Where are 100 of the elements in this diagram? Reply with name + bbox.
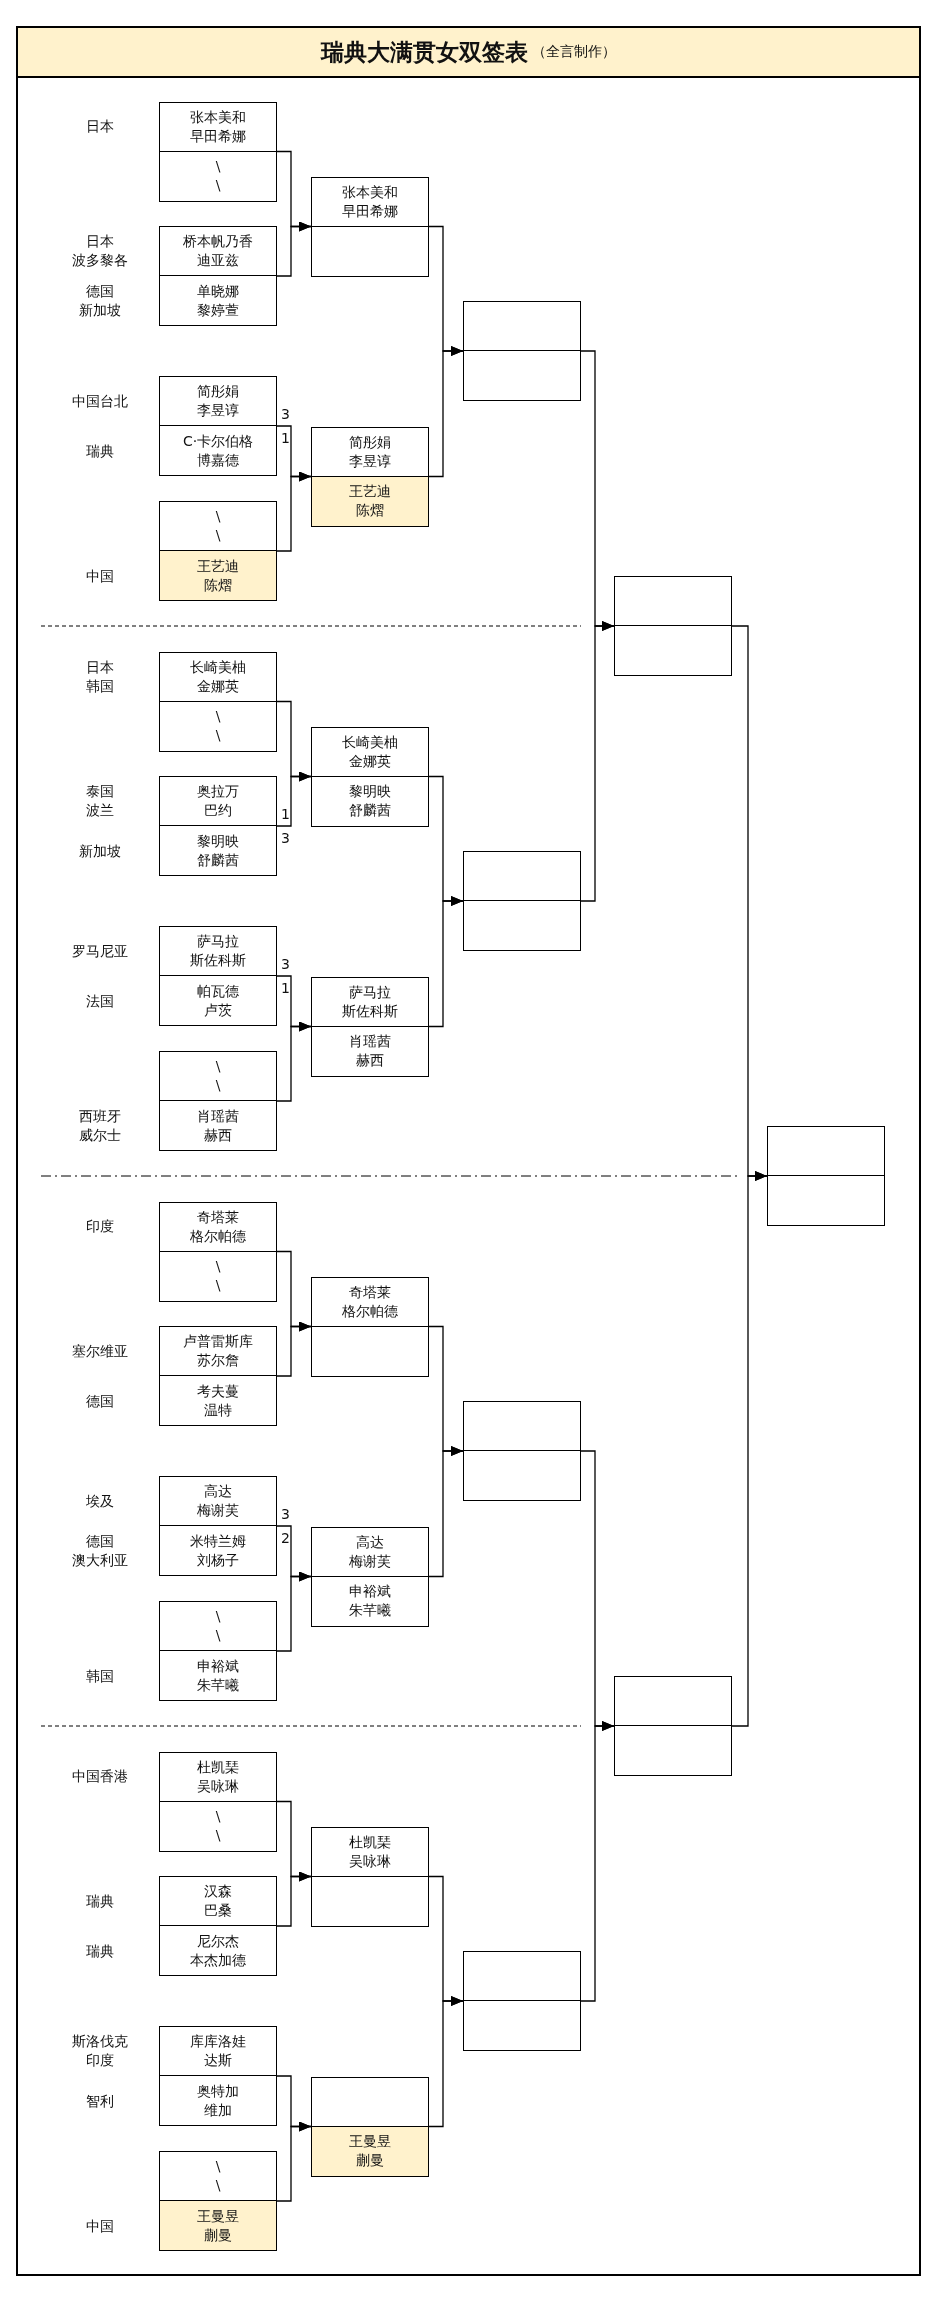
- bracket-arrow: [428, 1996, 464, 2128]
- empty-slot: [463, 301, 581, 351]
- country-label: 波兰: [85, 801, 115, 820]
- team-entry: 考夫蔓 温特: [159, 1375, 277, 1426]
- country-label: 韩国: [85, 676, 115, 696]
- country-label: 威尔士: [78, 1126, 122, 1145]
- country-label: 日本: [85, 232, 115, 251]
- team-entry: 高达 梅谢芙: [159, 1476, 277, 1526]
- team-entry: \ \: [159, 700, 277, 752]
- country-label: 日本: [85, 657, 115, 677]
- country-label: 中国香港: [71, 1767, 129, 1786]
- country-label: 埃及: [85, 1491, 115, 1511]
- team-entry: 肖瑶茜 赫西: [311, 1025, 429, 1077]
- team-entry: \ \: [159, 1800, 277, 1852]
- bracket-arrow: [428, 346, 464, 478]
- team-entry: 张本美和 早田希娜: [311, 176, 429, 227]
- country-label: 新加坡: [78, 841, 122, 861]
- team-entry: 奇塔莱 格尔帕德: [159, 1201, 277, 1252]
- score-label: 1: [281, 979, 290, 998]
- title-text: 瑞典大满贯女双签表: [321, 37, 528, 67]
- empty-slot: [311, 1875, 429, 1927]
- team-entry: 米特兰姆 刘杨子: [159, 1525, 277, 1576]
- empty-slot: [767, 1126, 885, 1176]
- bracket-arrow: [428, 1446, 464, 1578]
- empty-slot: [463, 851, 581, 901]
- country-label: 斯洛伐克: [71, 2032, 129, 2051]
- team-entry: 单晓娜 黎婷萱: [159, 275, 277, 326]
- bracket-arrow: [276, 2121, 312, 2202]
- country-label: 澳大利亚: [71, 1551, 129, 1570]
- empty-slot: [614, 1725, 732, 1776]
- empty-slot: [463, 2000, 581, 2051]
- team-entry: 王艺迪 陈熠: [159, 550, 277, 601]
- empty-slot: [463, 1401, 581, 1451]
- bracket-arrow: [276, 471, 312, 552]
- team-entry: \ \: [159, 1051, 277, 1101]
- team-entry: 库库洛娃 达斯: [159, 2026, 277, 2076]
- country-label: 韩国: [85, 1666, 115, 1686]
- country-label: 中国: [85, 566, 115, 586]
- country-label: 智利: [85, 2091, 115, 2111]
- country-label: 瑞典: [85, 1941, 115, 1961]
- credit-label: （全言制作）: [532, 43, 616, 61]
- team-entry: 申裕斌 朱芊曦: [159, 1650, 277, 1701]
- score-label: 1: [281, 429, 290, 448]
- team-entry: 卢普雷斯库 苏尔詹: [159, 1326, 277, 1376]
- country-label: 塞尔维亚: [71, 1341, 129, 1361]
- team-entry: 汉森 巴桑: [159, 1876, 277, 1926]
- country-label: 德国: [85, 282, 115, 301]
- score-label: 2: [281, 1529, 290, 1548]
- country-label: 日本: [85, 117, 115, 136]
- team-entry: 黎明映 舒麟茜: [311, 775, 429, 827]
- bracket-arrow: [731, 1171, 768, 1727]
- team-entry: 萨马拉 斯佐科斯: [159, 926, 277, 976]
- team-entry: 黎明映 舒麟茜: [159, 825, 277, 876]
- country-label: 波多黎各: [71, 251, 129, 270]
- team-entry: 奇塔莱 格尔帕德: [311, 1276, 429, 1327]
- team-entry: 高达 梅谢芙: [311, 1526, 429, 1577]
- team-entry: 简彤娟 李昱谆: [159, 376, 277, 426]
- country-label: 西班牙: [78, 1107, 122, 1126]
- bracket-arrow: [276, 1871, 312, 1927]
- empty-slot: [614, 1676, 732, 1726]
- team-entry: 肖瑶茜 赫西: [159, 1100, 277, 1151]
- team-entry: 杜凯琹 吴咏琳: [159, 1751, 277, 1802]
- team-entry: C·卡尔伯格 博嘉德: [159, 425, 277, 476]
- team-entry: 王艺迪 陈熠: [311, 475, 429, 527]
- empty-slot: [463, 350, 581, 401]
- team-entry: \ \: [159, 150, 277, 202]
- bracket-arrow: [276, 221, 312, 277]
- score-label: 3: [281, 829, 290, 848]
- country-label: 法国: [85, 991, 115, 1011]
- empty-slot: [614, 576, 732, 626]
- score-label: 1: [281, 805, 290, 824]
- team-entry: 帕瓦德 卢茨: [159, 975, 277, 1026]
- team-entry: 桥本帆乃香 迪亚兹: [159, 226, 277, 276]
- country-label: 印度: [85, 2051, 115, 2070]
- bracket-arrow: [580, 621, 615, 902]
- country-label: 泰国: [85, 782, 115, 801]
- empty-slot: [463, 900, 581, 951]
- team-entry: \ \: [159, 1601, 277, 1651]
- team-entry: 长崎美柚 金娜英: [311, 726, 429, 777]
- team-entry: 申裕斌 朱芊曦: [311, 1575, 429, 1627]
- team-entry: 杜凯琹 吴咏琳: [311, 1826, 429, 1877]
- team-entry: 王曼昱 蒯曼: [159, 2200, 277, 2251]
- team-entry: \ \: [159, 1250, 277, 1302]
- country-label: 中国: [85, 2216, 115, 2236]
- country-label: 印度: [85, 1217, 115, 1236]
- empty-slot: [767, 1175, 885, 1226]
- team-entry: 萨马拉 斯佐科斯: [311, 976, 429, 1027]
- empty-slot: [311, 225, 429, 277]
- team-entry: 尼尔杰 本杰加德: [159, 1925, 277, 1976]
- bracket-arrow: [276, 771, 312, 827]
- team-entry: 王曼昱 蒯曼: [311, 2125, 429, 2177]
- score-label: 3: [281, 1505, 290, 1524]
- score-label: 3: [281, 405, 290, 424]
- bracket-arrow: [276, 1021, 312, 1102]
- score-label: 3: [281, 955, 290, 974]
- country-label: 中国台北: [71, 391, 129, 411]
- team-entry: 奥特加 维加: [159, 2075, 277, 2126]
- country-label: 德国: [85, 1391, 115, 1411]
- country-label: 瑞典: [85, 1891, 115, 1911]
- country-label: 罗马尼亚: [71, 941, 129, 961]
